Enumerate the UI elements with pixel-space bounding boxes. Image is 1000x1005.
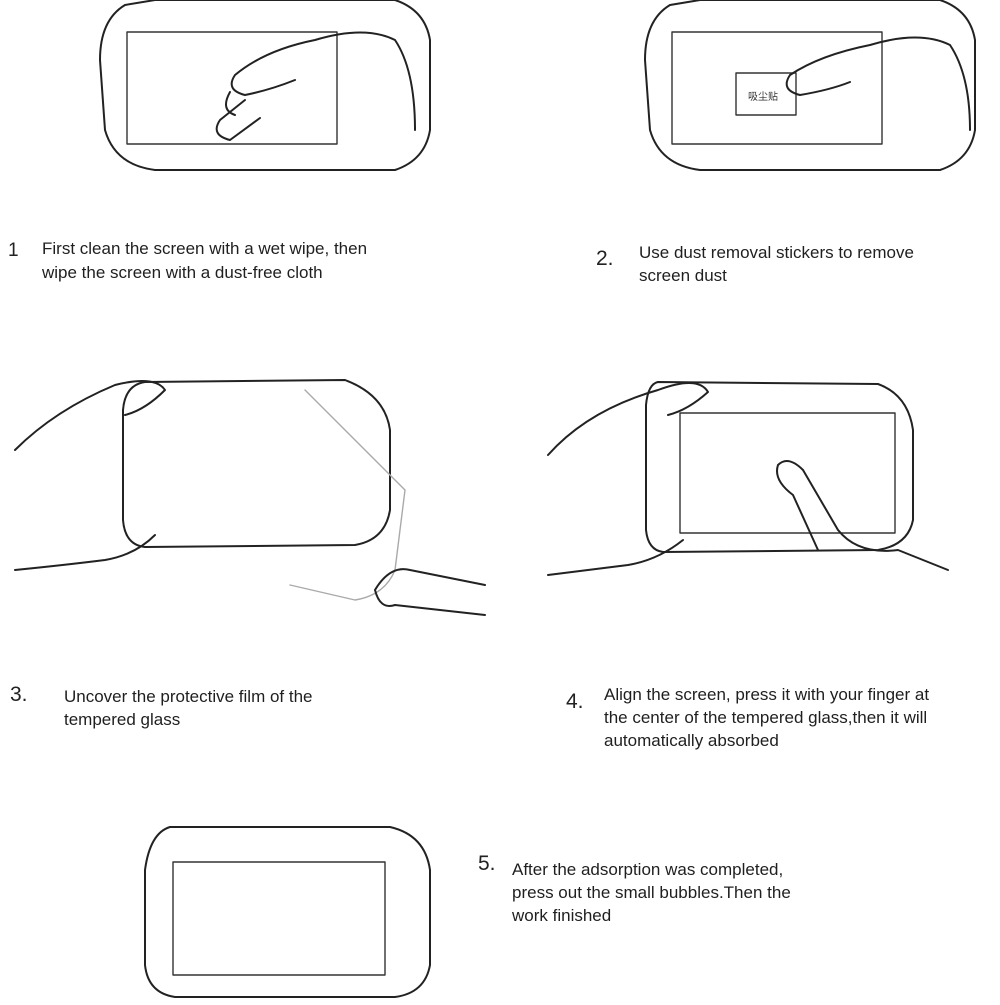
- step1-illustration: [99, 0, 431, 171]
- step1-text-line2: wipe the screen with a dust-free cloth: [42, 263, 323, 282]
- step5-text-line2: press out the small bubbles.Then the: [512, 883, 791, 902]
- step3-text-line2: tempered glass: [64, 710, 181, 729]
- step5-text-line1: After the adsorption was completed,: [512, 860, 784, 879]
- step2-text-line2: screen dust: [639, 266, 727, 285]
- step4-text-line2: the center of the tempered glass,then it…: [604, 708, 928, 727]
- step4-number: 4.: [566, 690, 584, 713]
- step1-text-line1: First clean the screen with a wet wipe, …: [42, 239, 368, 258]
- step2-number: 2.: [596, 247, 614, 270]
- step3-number: 3.: [10, 683, 28, 706]
- dust-sticker-label: 吸尘贴: [748, 92, 778, 103]
- step4-text-line1: Align the screen, press it with your fin…: [604, 685, 930, 704]
- step4-illustration: [547, 381, 949, 576]
- step5-number: 5.: [478, 852, 496, 875]
- step3-text-line1: Uncover the protective film of the: [64, 687, 313, 706]
- step5-text-line3: work finished: [512, 906, 612, 925]
- step2-illustration: [644, 0, 976, 171]
- step2-text-line1: Use dust removal stickers to remove: [639, 243, 914, 262]
- step4-text-line3: automatically absorbed: [604, 731, 779, 750]
- step1-number: 1: [8, 240, 19, 261]
- step3-illustration: [14, 379, 486, 616]
- step5-illustration: [144, 826, 431, 998]
